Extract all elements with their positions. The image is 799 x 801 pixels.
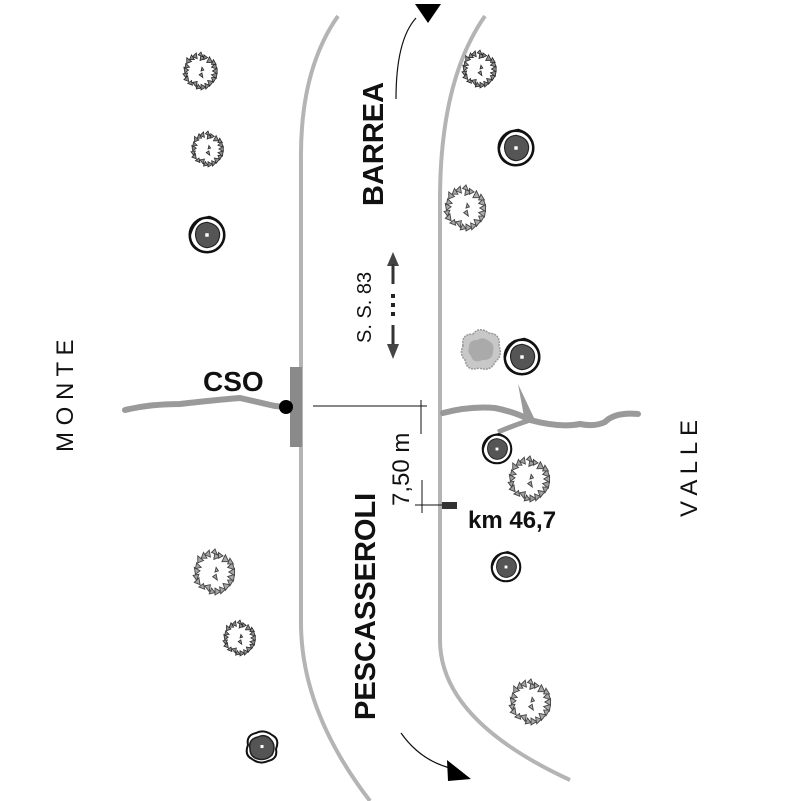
label-road-name: S. S. 83 [354,272,376,343]
culvert-headwall [290,367,302,447]
road-axis-arrow [387,252,399,359]
tree [490,550,522,583]
shrub [182,51,218,91]
shrub [461,49,497,89]
tree [497,128,535,167]
label-barrea: BARREA [358,82,390,206]
shrub-light [460,329,502,370]
shrub [190,130,224,168]
label-pescasseroli: PESCASSEROLI [350,493,382,720]
dimension-line [313,400,443,513]
tree-irregular [245,730,279,764]
stream-upstream [122,394,289,413]
tree [188,215,226,254]
shrub [192,548,236,596]
label-cso: CSO [203,366,264,397]
tree [503,337,541,376]
label-distance: 7,50 m [388,433,415,506]
stream-downstream [440,384,641,435]
direction-arrow-pescasseroli [400,732,471,781]
km-marker-post [442,502,457,509]
road-edge-left [298,14,372,801]
label-monte: M O N T E [52,340,79,452]
shrub [507,455,551,503]
shrub [443,184,487,232]
tree [481,432,513,465]
direction-arrow-barrea [395,4,441,100]
label-km-marker: km 46,7 [468,507,556,534]
road-edge-right [438,14,571,782]
cso-outlet-dot [279,400,293,414]
shrub [508,678,552,726]
label-valle: V A L L E [676,420,703,517]
shrub [222,619,256,657]
